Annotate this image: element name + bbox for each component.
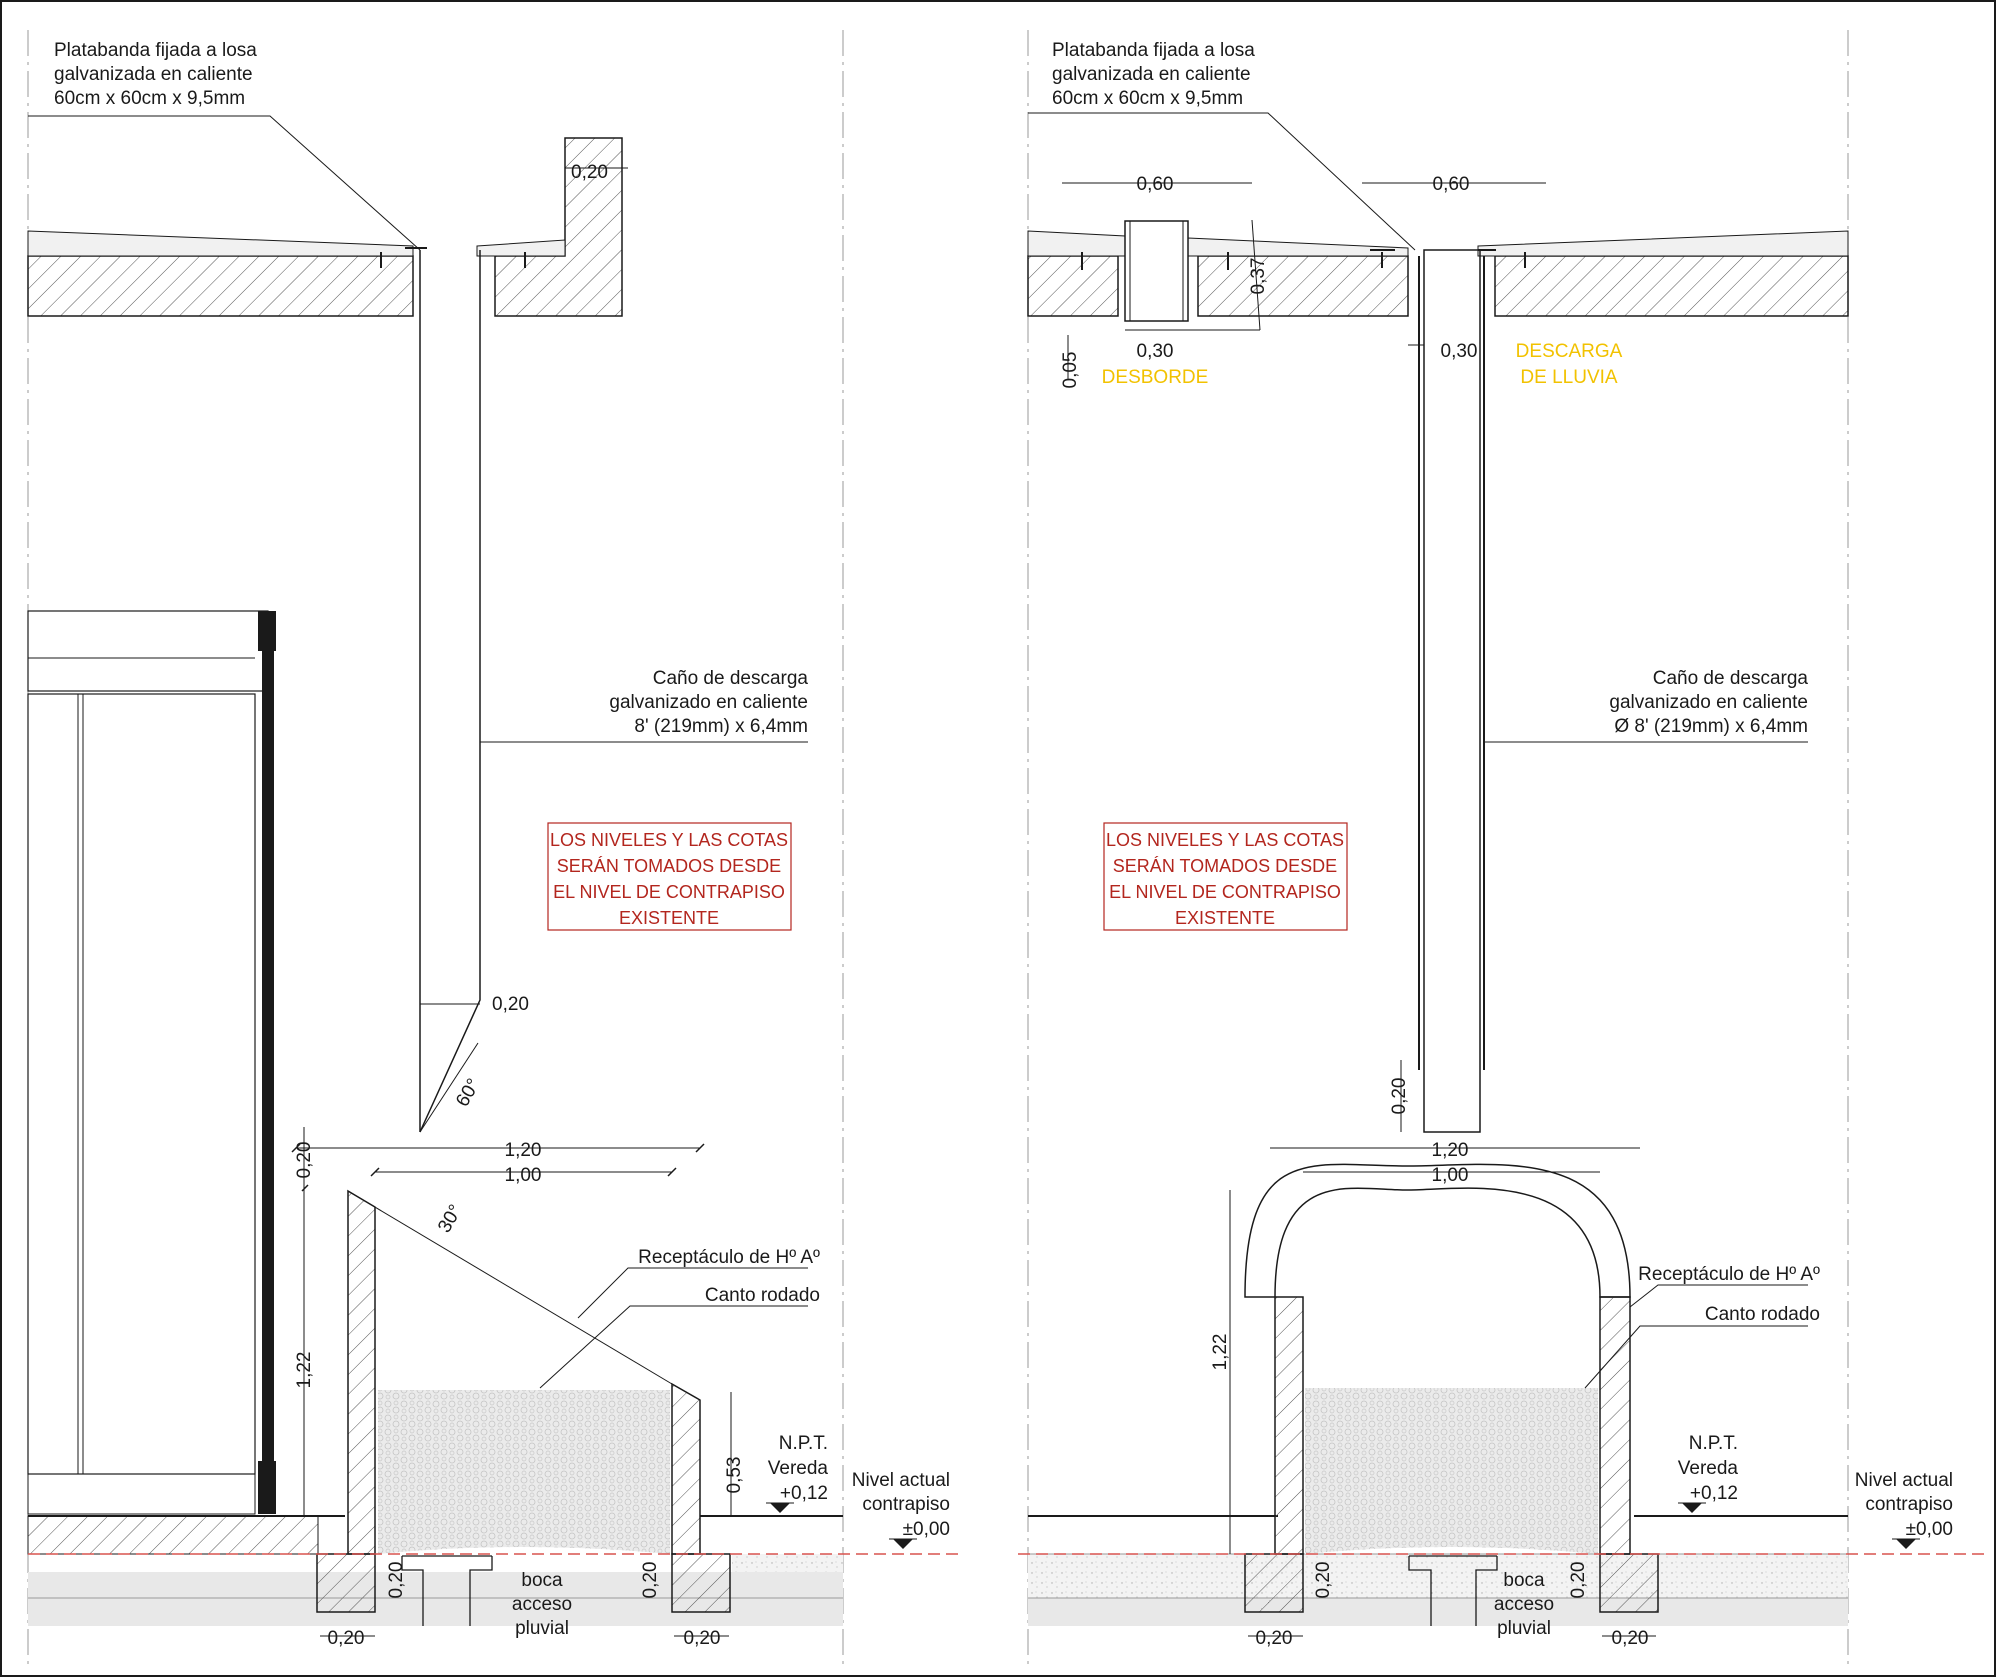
levels-note-box-r bbox=[1103, 822, 1348, 931]
note-line4: EXISTENTE bbox=[619, 908, 719, 928]
roof-slab-left bbox=[27, 255, 414, 317]
platabanda-label-line2: galvanizada en caliente bbox=[54, 64, 253, 85]
levels-note-box bbox=[547, 822, 792, 931]
npt-line1-r: N.P.T. bbox=[1689, 1433, 1738, 1454]
dim-footing-right: 0,20 bbox=[684, 1628, 721, 1649]
npt-line3-r: +0,12 bbox=[1690, 1483, 1738, 1504]
cano-label-line2-r: galvanizado en caliente bbox=[1609, 692, 1808, 713]
platabanda-label-line3: 60cm x 60cm x 9,5mm bbox=[54, 88, 245, 109]
cano-label-line1: Caño de descarga bbox=[653, 668, 809, 689]
dim-0-20-top: 0,20 bbox=[294, 1142, 315, 1179]
receptacle-wall-right bbox=[671, 1382, 701, 1555]
overflow-scupper bbox=[1124, 220, 1189, 322]
dim-wall-right: 0,20 bbox=[640, 1562, 661, 1599]
receptaculo-label-r: Receptáculo de Hº Aº bbox=[1638, 1264, 1820, 1285]
cano-label-line2: galvanizado en caliente bbox=[609, 692, 808, 713]
note-line4-r: EXISTENTE bbox=[1175, 908, 1275, 928]
nivel-line2: contrapiso bbox=[862, 1494, 950, 1515]
note-line2-r: SERÁN TOMADOS DESDE bbox=[1113, 856, 1337, 876]
nivel-line3-r: ±0,00 bbox=[1906, 1519, 1953, 1540]
platabanda-label-line1-r: Platabanda fijada a losa bbox=[1052, 40, 1255, 61]
dim-angle-30: 30° bbox=[434, 1201, 467, 1236]
nivel-line2-r: contrapiso bbox=[1865, 1494, 1953, 1515]
dim-0-53: 0,53 bbox=[724, 1457, 745, 1494]
receptaculo-label: Receptáculo de Hº Aº bbox=[638, 1247, 820, 1268]
right-detail: Platabanda fijada a losa galvanizada en … bbox=[1018, 40, 1990, 1649]
cano-label-line3: 8' (219mm) x 6,4mm bbox=[634, 716, 808, 737]
nivel-line1: Nivel actual bbox=[852, 1470, 950, 1491]
boca-line2-r: acceso bbox=[1494, 1594, 1554, 1615]
dim-0-05: 0,05 bbox=[1060, 352, 1081, 389]
note-line1: LOS NIVELES Y LAS COTAS bbox=[550, 830, 788, 850]
dim-1-20-r: 1,20 bbox=[1432, 1140, 1469, 1161]
left-detail: Platabanda fijada a losa galvanizada en … bbox=[27, 40, 960, 1649]
dim-1-00-r: 1,00 bbox=[1432, 1165, 1469, 1186]
note-line2: SERÁN TOMADOS DESDE bbox=[557, 856, 781, 876]
dim-0-30-scupper: 0,30 bbox=[1137, 341, 1174, 362]
boca-line1: boca bbox=[521, 1570, 563, 1591]
npt-line1: N.P.T. bbox=[779, 1433, 828, 1454]
dim-parapet: 0,20 bbox=[571, 162, 608, 183]
dim-wall-left-r: 0,20 bbox=[1313, 1562, 1334, 1599]
dim-1-20: 1,20 bbox=[505, 1140, 542, 1161]
boca-line3-r: pluvial bbox=[1497, 1618, 1551, 1639]
gravel-left bbox=[378, 1390, 670, 1554]
boca-line3: pluvial bbox=[515, 1618, 569, 1639]
cano-label-line1-r: Caño de descarga bbox=[1653, 668, 1809, 689]
platabanda-label-line1: Platabanda fijada a losa bbox=[54, 40, 257, 61]
dim-0-37: 0,37 bbox=[1248, 258, 1269, 295]
npt-line3: +0,12 bbox=[780, 1483, 828, 1504]
steel-column bbox=[262, 651, 274, 1461]
canto-rodado-label-r: Canto rodado bbox=[1705, 1304, 1820, 1325]
dim-pipe-width: 0,20 bbox=[492, 994, 529, 1015]
gravel-right bbox=[1305, 1388, 1598, 1554]
note-line3: EL NIVEL DE CONTRAPISO bbox=[553, 882, 785, 902]
dim-footing-left: 0,20 bbox=[328, 1628, 365, 1649]
platabanda-label-line2-r: galvanizada en caliente bbox=[1052, 64, 1251, 85]
dim-pipe-height: 0,20 bbox=[1389, 1078, 1410, 1115]
dim-0-60-right: 0,60 bbox=[1433, 174, 1470, 195]
npt-line2-r: Vereda bbox=[1678, 1458, 1739, 1479]
dim-0-60-left: 0,60 bbox=[1137, 174, 1174, 195]
screed-parapet bbox=[476, 239, 566, 257]
dim-1-00: 1,00 bbox=[505, 1165, 542, 1186]
canto-rodado-label: Canto rodado bbox=[705, 1285, 820, 1306]
boca-line1-r: boca bbox=[1503, 1570, 1545, 1591]
platabanda-label-line3-r: 60cm x 60cm x 9,5mm bbox=[1052, 88, 1243, 109]
dim-footing-right-r: 0,20 bbox=[1612, 1628, 1649, 1649]
nivel-line3: ±0,00 bbox=[903, 1519, 950, 1540]
boca-line2: acceso bbox=[512, 1594, 572, 1615]
dim-angle-60: 60° bbox=[452, 1075, 485, 1110]
drain-pipe-right-wall bbox=[419, 250, 481, 1133]
dim-1-22-r: 1,22 bbox=[1210, 1334, 1231, 1371]
npt-line2: Vereda bbox=[768, 1458, 829, 1479]
screed-left bbox=[27, 230, 414, 257]
dim-footing-left-r: 0,20 bbox=[1256, 1628, 1293, 1649]
descarga-label-line1: DESCARGA bbox=[1516, 341, 1623, 362]
note-line3-r: EL NIVEL DE CONTRAPISO bbox=[1109, 882, 1341, 902]
dim-0-30-pipe: 0,30 bbox=[1441, 341, 1478, 362]
dim-wall-left: 0,20 bbox=[386, 1562, 407, 1599]
note-line1-r: LOS NIVELES Y LAS COTAS bbox=[1106, 830, 1344, 850]
nivel-line1-r: Nivel actual bbox=[1855, 1470, 1953, 1491]
cano-label-line3-r: Ø 8' (219mm) x 6,4mm bbox=[1614, 716, 1808, 737]
drain-pipe-right bbox=[1423, 249, 1481, 1133]
dim-wall-right-r: 0,20 bbox=[1568, 1562, 1589, 1599]
dim-1-22: 1,22 bbox=[294, 1352, 315, 1389]
receptacle-wall-left bbox=[347, 1189, 376, 1555]
descarga-label-line2: DE LLUVIA bbox=[1520, 367, 1617, 388]
desborde-label: DESBORDE bbox=[1102, 367, 1209, 388]
